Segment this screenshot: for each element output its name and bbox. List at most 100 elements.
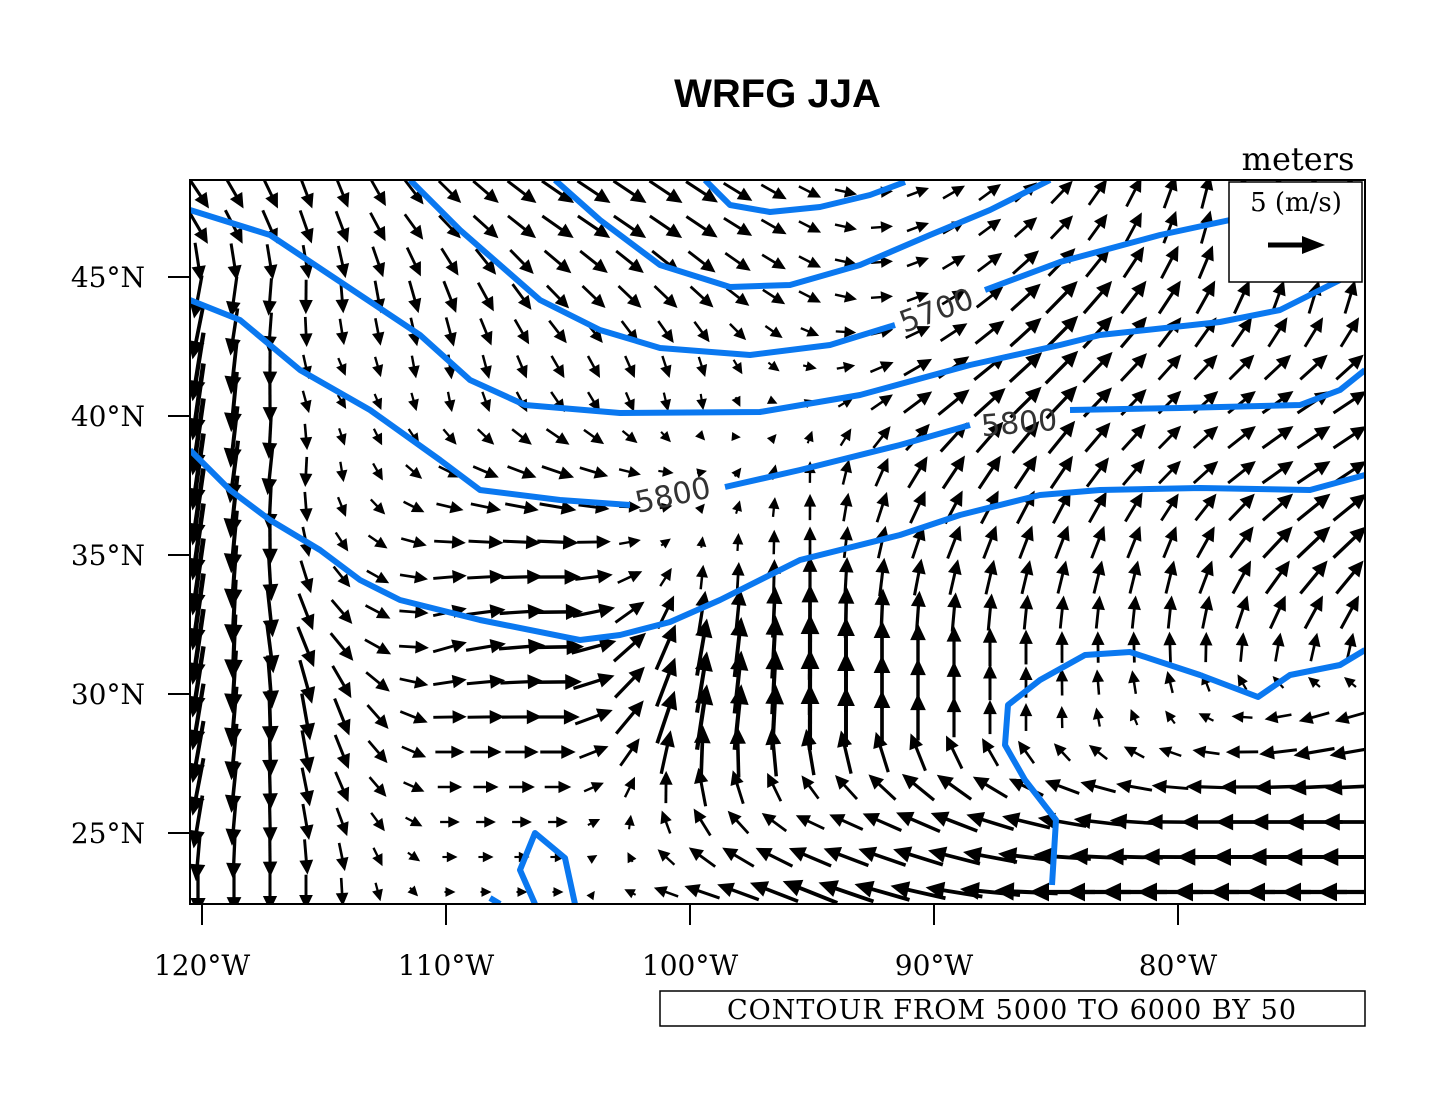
arrow-head	[408, 261, 421, 277]
arrow-head	[408, 365, 420, 379]
wind-arrow	[823, 847, 870, 868]
wind-arrow	[893, 846, 944, 867]
arrow-head	[336, 786, 350, 803]
wind-arrow	[982, 738, 1000, 767]
wind-arrow	[1199, 631, 1213, 663]
arrow-head	[1283, 847, 1303, 867]
arrow-head	[1349, 391, 1365, 406]
arrow-shaft	[941, 259, 958, 270]
arrow-shaft	[366, 569, 381, 580]
wind-arrow	[1123, 746, 1145, 759]
arrow-head	[229, 192, 244, 209]
arrow-head	[627, 852, 637, 864]
wind-arrow	[1194, 493, 1217, 522]
wind-arrow	[983, 663, 997, 701]
arrow-shaft	[193, 720, 206, 769]
wind-arrow	[1019, 594, 1034, 630]
arrow-head	[701, 188, 718, 203]
wind-arrow	[574, 708, 613, 726]
arrow-shaft	[734, 780, 745, 805]
arrow-head	[1096, 351, 1113, 369]
arrow-head	[372, 397, 383, 411]
wind-arrow	[466, 604, 506, 619]
arrow-head	[519, 259, 534, 275]
arrow-head	[489, 709, 505, 724]
arrow-head	[771, 187, 787, 200]
wind-arrow	[372, 847, 383, 867]
arrow-head	[986, 183, 1001, 197]
arrow-head	[1309, 595, 1323, 612]
arrow-head	[858, 846, 878, 863]
arrow-head	[482, 259, 497, 275]
wind-arrow	[1339, 317, 1360, 348]
arrow-head	[1065, 882, 1086, 902]
arrow-head	[949, 490, 963, 507]
wind-arrow	[1162, 180, 1178, 209]
arrow-head	[627, 536, 641, 548]
arrow-shaft	[1092, 571, 1101, 594]
arrow-head	[1019, 629, 1033, 644]
arrow-head	[694, 767, 709, 784]
arrow-head	[1166, 354, 1182, 370]
arrow-head	[598, 637, 617, 653]
wind-arrow	[511, 428, 532, 445]
wind-arrow	[1050, 180, 1073, 205]
arrow-head	[375, 571, 390, 584]
wind-arrow	[1267, 317, 1288, 348]
arrow-head	[1129, 180, 1142, 193]
wind-arrow	[408, 355, 420, 379]
arrow-shaft	[470, 502, 491, 510]
arrow-shaft	[614, 607, 636, 624]
arrow-head	[839, 526, 853, 541]
arrow-head	[1145, 813, 1163, 830]
wind-arrow	[329, 632, 354, 661]
wind-arrow	[1127, 595, 1141, 629]
wind-arrow	[834, 221, 857, 233]
arrow-head	[761, 813, 777, 827]
arrow-head	[807, 291, 822, 303]
arrow-head	[1192, 745, 1207, 759]
arrow-shaft	[498, 644, 533, 651]
arrow-head	[1324, 779, 1343, 796]
wind-vectors	[190, 180, 1365, 904]
arrow-head	[1231, 711, 1244, 723]
arrow-head	[854, 880, 875, 898]
arrow-shaft	[1263, 361, 1284, 381]
wind-arrow	[802, 361, 817, 372]
arrow-head	[986, 218, 1002, 232]
arrow-head	[556, 816, 568, 828]
arrow-shaft	[444, 317, 453, 337]
arrow-head	[1022, 455, 1037, 473]
arrow-shaft	[1193, 361, 1211, 381]
arrow-shaft	[1335, 569, 1357, 595]
arrow-shaft	[941, 294, 958, 306]
wind-arrow	[261, 448, 278, 496]
arrow-head	[299, 859, 314, 875]
arrow-shaft	[1341, 747, 1365, 755]
arrow-head	[735, 257, 751, 271]
wind-arrow	[1091, 669, 1105, 695]
arrow-shaft	[230, 686, 239, 733]
arrow-head	[1055, 631, 1069, 645]
arrow-shaft	[619, 746, 635, 767]
wind-arrow	[541, 465, 575, 480]
arrow-head	[731, 467, 742, 479]
arrow-head	[1025, 352, 1043, 369]
arrow-head	[1158, 746, 1173, 758]
arrow-shaft	[1052, 500, 1067, 525]
arrow-shaft	[841, 469, 848, 485]
wind-arrow	[1009, 317, 1042, 348]
arrow-head	[299, 508, 313, 523]
wind-arrow	[984, 559, 998, 595]
wind-arrow	[1045, 385, 1078, 420]
arrow-head	[226, 897, 242, 904]
arrow-shaft	[1230, 326, 1247, 348]
arrow-head	[523, 500, 539, 515]
wind-arrow	[617, 571, 643, 584]
wind-arrow	[946, 696, 962, 738]
wind-arrow	[433, 570, 467, 584]
arrow-head	[795, 815, 811, 828]
wind-arrow	[1303, 317, 1324, 348]
arrow-head	[661, 328, 674, 343]
arrow-shaft	[403, 213, 418, 232]
